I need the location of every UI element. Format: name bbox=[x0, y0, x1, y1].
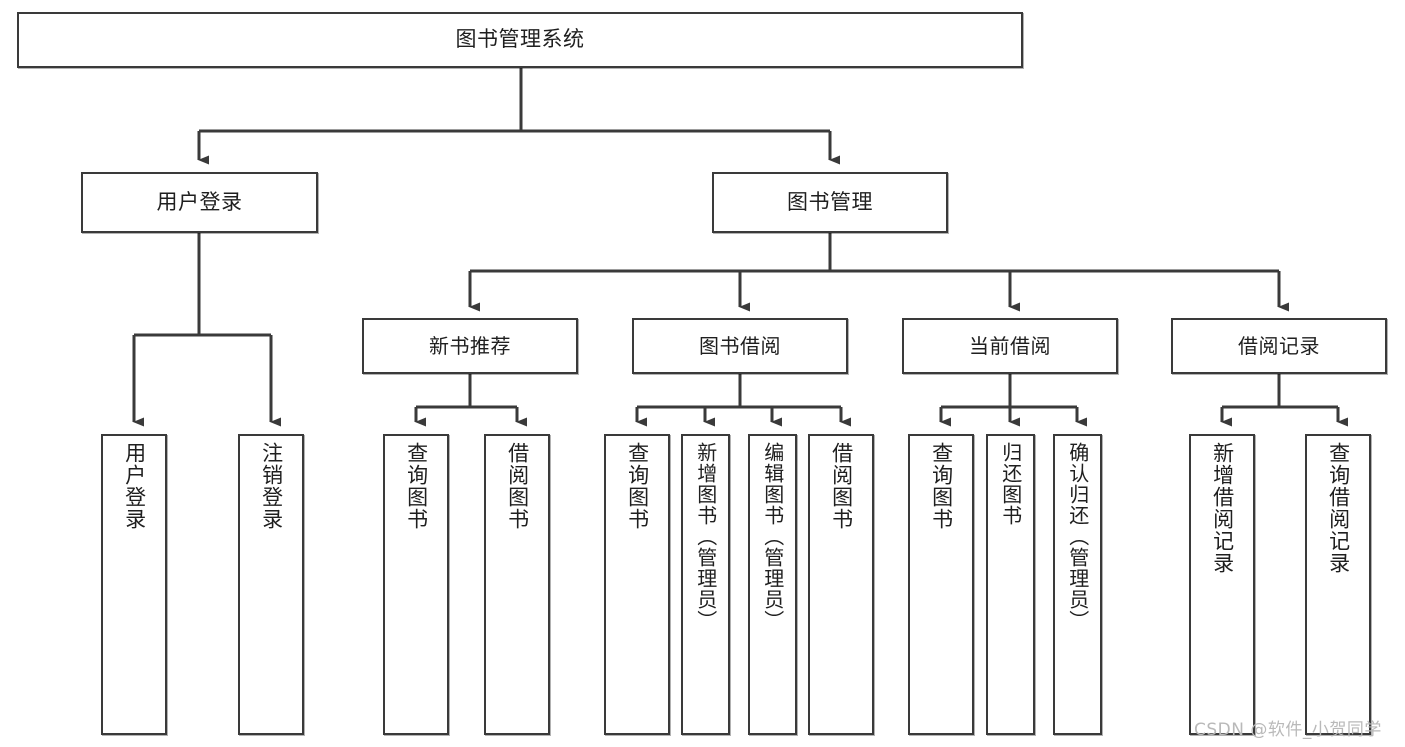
node-book-borrow[interactable]: 图书借阅 bbox=[632, 318, 848, 374]
node-label: 注销登录 bbox=[259, 442, 284, 530]
node-leaf-confirm-return[interactable]: 确认归还（管理员） bbox=[1053, 434, 1102, 735]
node-label: 查询图书 bbox=[625, 442, 650, 530]
node-leaf-return-book[interactable]: 归还图书 bbox=[986, 434, 1035, 735]
node-book-management[interactable]: 图书管理 bbox=[712, 172, 948, 233]
node-label: 查询图书 bbox=[404, 442, 429, 530]
node-current-borrow[interactable]: 当前借阅 bbox=[902, 318, 1118, 374]
node-label: 当前借阅 bbox=[969, 333, 1051, 358]
node-label: 查询图书 bbox=[929, 442, 954, 530]
node-label: 借阅记录 bbox=[1238, 333, 1320, 358]
node-leaf-user-login[interactable]: 用户登录 bbox=[101, 434, 167, 735]
node-root-book-management-system[interactable]: 图书管理系统 bbox=[17, 12, 1023, 68]
node-leaf-query-book-2[interactable]: 查询图书 bbox=[604, 434, 670, 735]
node-leaf-add-book[interactable]: 新增图书（管理员） bbox=[681, 434, 730, 735]
node-label: 图书管理 bbox=[787, 189, 873, 214]
node-leaf-add-record[interactable]: 新增借阅记录 bbox=[1189, 434, 1255, 735]
node-label: 归还图书 bbox=[998, 442, 1023, 526]
node-label: 图书借阅 bbox=[699, 333, 781, 358]
node-label: 用户登录 bbox=[122, 442, 147, 530]
node-new-book-recommend[interactable]: 新书推荐 bbox=[362, 318, 578, 374]
node-leaf-borrow-book-2[interactable]: 借阅图书 bbox=[808, 434, 874, 735]
node-leaf-query-book-1[interactable]: 查询图书 bbox=[383, 434, 449, 735]
node-borrow-record[interactable]: 借阅记录 bbox=[1171, 318, 1387, 374]
node-label: 确认归还（管理员） bbox=[1065, 442, 1090, 631]
csdn-watermark: CSDN @软件_小贺同学 bbox=[1194, 720, 1382, 740]
node-label: 查询借阅记录 bbox=[1326, 442, 1351, 574]
node-leaf-borrow-book-1[interactable]: 借阅图书 bbox=[484, 434, 550, 735]
node-label: 新增借阅记录 bbox=[1210, 442, 1235, 574]
node-label: 用户登录 bbox=[156, 189, 243, 214]
node-leaf-logout-login[interactable]: 注销登录 bbox=[238, 434, 304, 735]
node-leaf-edit-book[interactable]: 编辑图书（管理员） bbox=[748, 434, 797, 735]
node-user-login[interactable]: 用户登录 bbox=[81, 172, 318, 233]
node-label: 新书推荐 bbox=[429, 333, 511, 358]
node-label: 图书管理系统 bbox=[455, 27, 585, 52]
node-label: 借阅图书 bbox=[829, 442, 854, 530]
node-leaf-query-book-3[interactable]: 查询图书 bbox=[908, 434, 974, 735]
node-leaf-query-record[interactable]: 查询借阅记录 bbox=[1305, 434, 1371, 735]
node-label: 编辑图书（管理员） bbox=[760, 442, 785, 631]
node-label: 借阅图书 bbox=[505, 442, 530, 530]
node-label: 新增图书（管理员） bbox=[693, 442, 718, 631]
